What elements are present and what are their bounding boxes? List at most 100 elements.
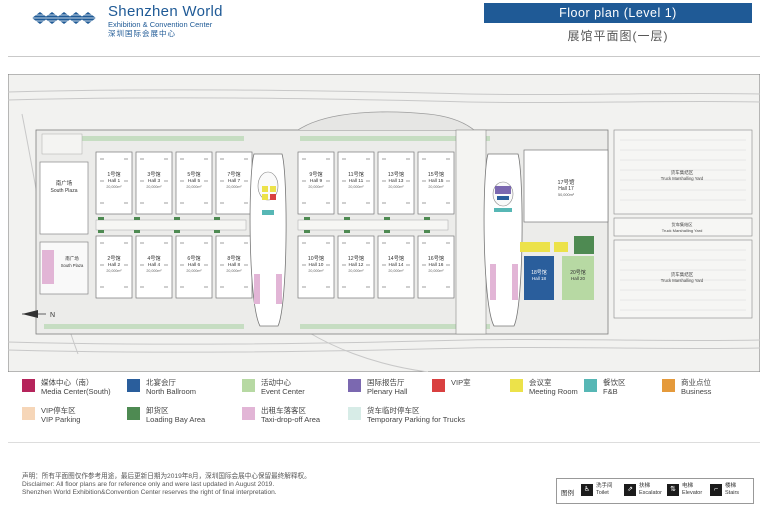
- hall-area: 20,000m²: [348, 185, 364, 189]
- hall-area: 20,000m²: [186, 185, 202, 189]
- hall-column-marker: [422, 202, 426, 204]
- hall-column-marker: [140, 158, 144, 160]
- hall-label-cn: 1号馆: [107, 170, 120, 178]
- hall-column-marker: [406, 202, 410, 204]
- hall-column-marker: [422, 158, 426, 160]
- north-ballroom: [497, 196, 509, 200]
- hall-label-en: Hall 12: [349, 262, 364, 268]
- legend-label-cn: 货车临时停车区: [367, 406, 420, 415]
- hall-column-marker: [124, 202, 128, 204]
- hall-label-cn: 9号馆: [309, 170, 322, 178]
- hall-column-marker: [244, 158, 248, 160]
- hall-18: [524, 256, 554, 300]
- hall-column-marker: [382, 158, 386, 160]
- hall-column-marker: [446, 158, 450, 160]
- hall-area: 20,000m²: [428, 269, 444, 273]
- legend-label-cn: 媒体中心（南）: [41, 378, 94, 387]
- hall-label-cn: 7号馆: [227, 170, 240, 178]
- hall-label-en: Hall 15: [429, 178, 444, 184]
- hall-column-marker: [180, 286, 184, 288]
- hall-area: 20,000m²: [146, 185, 162, 189]
- legend-label: 媒体中心（南）Media Center(South): [41, 378, 111, 396]
- header-divider: [8, 56, 760, 57]
- truck-yard-middle: [613, 217, 753, 237]
- legend-label-cn: 商业点位: [681, 378, 711, 387]
- hall-column-marker: [302, 180, 306, 182]
- fnb-hub: [262, 210, 274, 215]
- hall-column-marker: [140, 264, 144, 266]
- truck-yard-south: [613, 239, 753, 319]
- hall-column-marker: [422, 286, 426, 288]
- hall-column-marker: [446, 286, 450, 288]
- hall-column-marker: [366, 264, 370, 266]
- taxi-area-east-2: [512, 264, 518, 300]
- hall-column-marker: [100, 286, 104, 288]
- legend-label-cn: 活动中心: [261, 378, 291, 387]
- hall-column-marker: [406, 158, 410, 160]
- truck-yard-1-en: Truck Marshalling Yard: [661, 176, 704, 181]
- hall-column-marker: [140, 180, 144, 182]
- hall-column-marker: [204, 242, 208, 244]
- legend-label-cn: 国际报告厅: [367, 378, 405, 387]
- hall-column-marker: [326, 286, 330, 288]
- plenary-hall: [495, 186, 511, 194]
- hall-column-marker: [244, 180, 248, 182]
- hall-column-marker: [342, 158, 346, 160]
- hall-label-cn: 15号馆: [428, 170, 444, 178]
- hall-column-marker: [366, 242, 370, 244]
- hall-column-marker: [180, 264, 184, 266]
- hall-label-en: Hall 11: [349, 178, 364, 184]
- legend-swatch: [22, 407, 35, 420]
- hall-column-marker: [220, 202, 224, 204]
- hall-column-marker: [100, 158, 104, 160]
- hall-column-marker: [342, 242, 346, 244]
- hall-20: [562, 256, 594, 300]
- hall-column-marker: [244, 202, 248, 204]
- meeting-room-hub-3: [262, 194, 268, 200]
- hall-column-marker: [366, 202, 370, 204]
- hall-label-cn: 8号馆: [227, 254, 240, 262]
- hall-column-marker: [302, 158, 306, 160]
- meeting-room-hub-1: [262, 186, 268, 192]
- hall-column-marker: [140, 286, 144, 288]
- hall-18-cn: 18号馆: [531, 269, 547, 276]
- key-label: 图例: [561, 490, 574, 497]
- disclaimer-cn: 声明：所有平面图仅作参考用途，最后更新日期为2019年8月，深圳国际会展中心保留…: [22, 473, 311, 480]
- brand-name-cn: 深圳国际会展中心: [108, 29, 176, 38]
- hall-column-marker: [244, 264, 248, 266]
- hall-label-cn: 14号馆: [388, 254, 404, 262]
- legend-label-en: Meeting Room: [529, 387, 578, 396]
- hall-column-marker: [446, 202, 450, 204]
- hall-area: 20,000m²: [388, 269, 404, 273]
- hall-column-marker: [220, 158, 224, 160]
- hall-column-marker: [366, 180, 370, 182]
- hall-label-cn: 5号馆: [187, 170, 200, 178]
- hall-label-en: Hall 2: [108, 262, 121, 268]
- hall-column-marker: [326, 264, 330, 266]
- hall-label-en: Hall 1: [108, 178, 121, 184]
- disclaimer-en-1: Disclaimer: All floor plans are for refe…: [22, 481, 275, 489]
- hall-column-marker: [422, 264, 426, 266]
- hall-column-marker: [382, 180, 386, 182]
- hall-column-marker: [302, 242, 306, 244]
- legend-swatch: [584, 379, 597, 392]
- north-plaza: [297, 111, 475, 131]
- hall-column-marker: [406, 264, 410, 266]
- south-plaza-label: South Plaza: [51, 188, 78, 194]
- hall-column-marker: [422, 242, 426, 244]
- legend-label-en: Business: [681, 387, 712, 396]
- hall-column-marker: [244, 242, 248, 244]
- disclaimer-en-2: Shenzhen World Exhibition&Convention Cen…: [22, 489, 277, 497]
- brand-subtitle: Exhibition & Convention Center: [108, 20, 213, 29]
- stairs-icon: ⌐: [710, 483, 722, 496]
- legend-label-en: North Ballroom: [146, 387, 197, 396]
- hall-column-marker: [204, 264, 208, 266]
